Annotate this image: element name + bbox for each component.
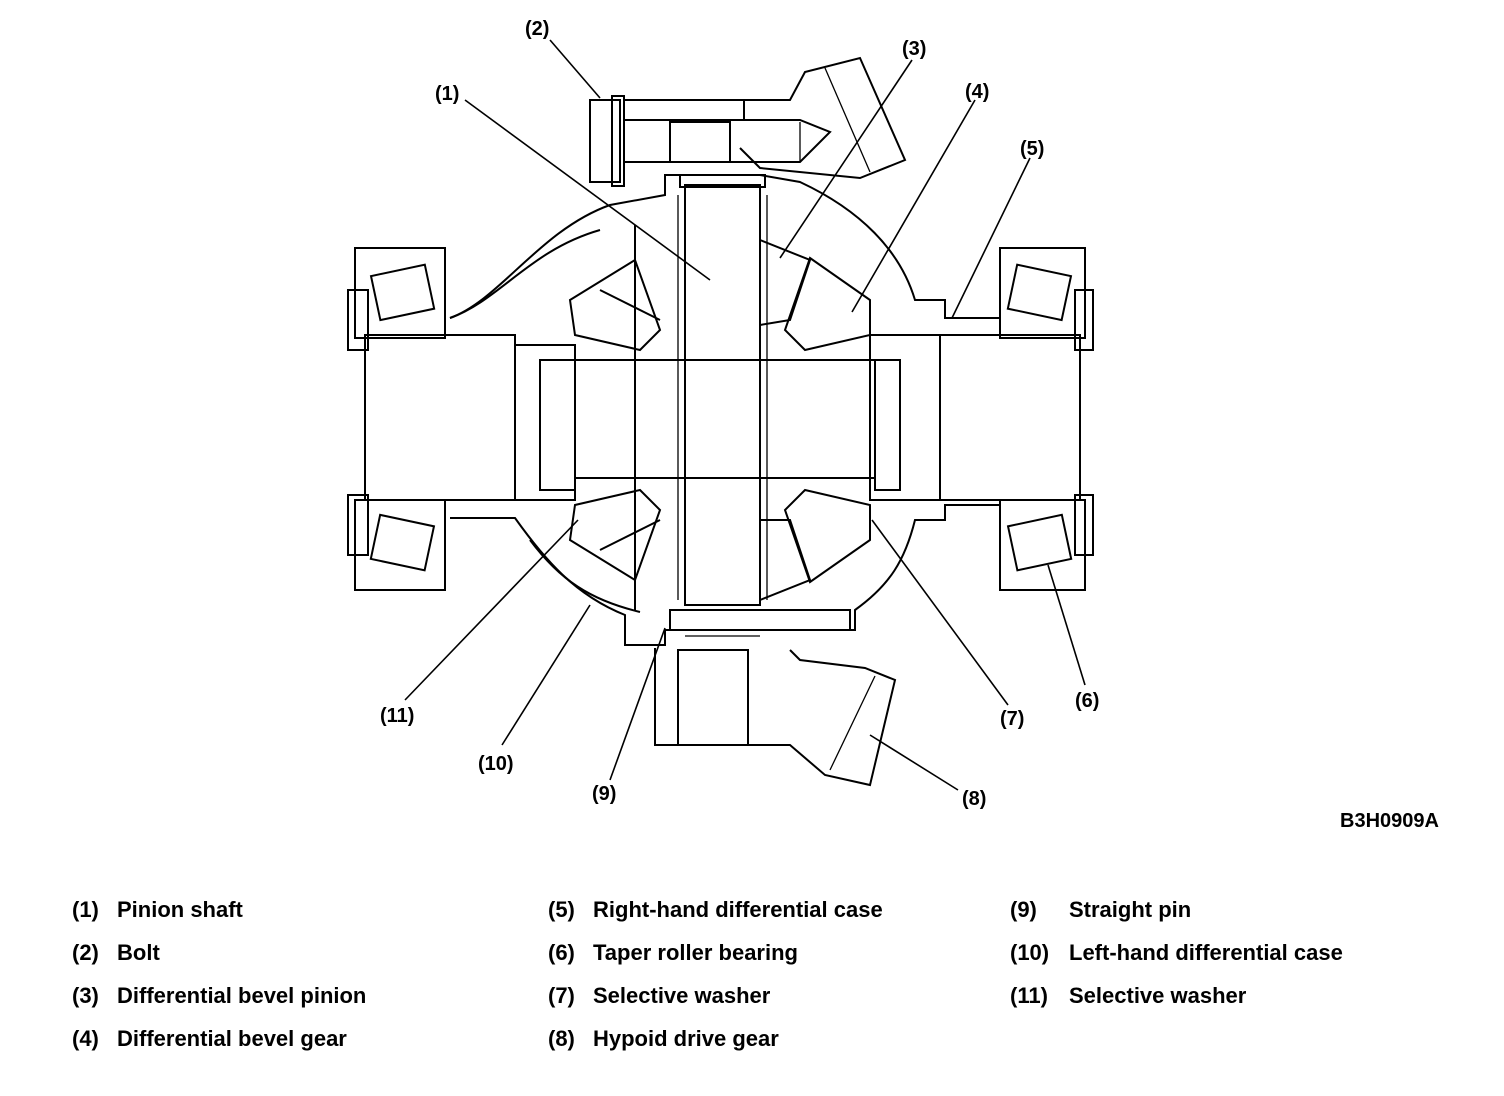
legend-number: (1) bbox=[72, 897, 99, 922]
callout-labels: (2) (1) (3) (4) (5) (6) (7) (8) (9) (10)… bbox=[380, 18, 1099, 810]
figure-id: B3H0909A bbox=[1340, 810, 1439, 832]
callout-5: (5) bbox=[1020, 138, 1044, 160]
callout-1: (1) bbox=[435, 83, 459, 105]
leader-lines bbox=[404, 39, 1086, 791]
callout-6: (6) bbox=[1075, 690, 1099, 712]
bevel-gear-right bbox=[759, 239, 871, 601]
legend-label: Differential bevel pinion bbox=[117, 983, 367, 1008]
legend-number: (2) bbox=[72, 940, 99, 965]
hypoid-gear-upper bbox=[739, 56, 907, 180]
callout-10: (10) bbox=[478, 753, 514, 775]
legend-label: Selective washer bbox=[1069, 983, 1247, 1008]
taper-roller-bearing-right bbox=[999, 247, 1094, 591]
legend-number: (11) bbox=[1010, 983, 1048, 1008]
legend-number: (6) bbox=[548, 940, 575, 965]
legend-number: (3) bbox=[72, 983, 99, 1008]
legend-label: Differential bevel gear bbox=[117, 1026, 347, 1051]
legend-label: Left-hand differential case bbox=[1069, 940, 1343, 965]
legend-number: (4) bbox=[72, 1026, 99, 1051]
legend-label: Pinion shaft bbox=[117, 897, 243, 922]
differential-case-outline bbox=[449, 174, 1000, 646]
legend-number: (5) bbox=[548, 897, 575, 922]
legend-label: Selective washer bbox=[593, 983, 771, 1008]
callout-7: (7) bbox=[1000, 708, 1024, 730]
legend-label: Bolt bbox=[117, 940, 160, 965]
legend-label: Hypoid drive gear bbox=[593, 1026, 779, 1051]
callout-8: (8) bbox=[962, 788, 986, 810]
bevel-gear-left bbox=[568, 225, 662, 610]
differential-cross-section-diagram: (2) (1) (3) (4) (5) (6) (7) (8) (9) (10)… bbox=[347, 18, 1099, 810]
hypoid-gear-lower bbox=[654, 648, 897, 787]
legend-label: Taper roller bearing bbox=[593, 940, 798, 965]
legend-number: (8) bbox=[548, 1026, 575, 1051]
bolt-drawing bbox=[589, 95, 832, 187]
callout-2: (2) bbox=[525, 18, 549, 40]
legend: (1) Pinion shaft (2) Bolt (3) Differenti… bbox=[0, 895, 1504, 1075]
legend-number: (9) bbox=[1010, 897, 1037, 922]
callout-9: (9) bbox=[592, 783, 616, 805]
legend-label: Straight pin bbox=[1069, 897, 1192, 922]
legend-number: (7) bbox=[548, 983, 575, 1008]
legend-number: (10) bbox=[1010, 940, 1050, 965]
axle-bore bbox=[364, 334, 1081, 501]
legend-label: Right-hand differential case bbox=[593, 897, 883, 922]
pinion-shaft-drawing bbox=[669, 174, 851, 637]
callout-11: (11) bbox=[380, 705, 414, 727]
callout-4: (4) bbox=[965, 81, 989, 103]
taper-roller-bearing-left bbox=[347, 247, 446, 591]
callout-3: (3) bbox=[902, 38, 926, 60]
